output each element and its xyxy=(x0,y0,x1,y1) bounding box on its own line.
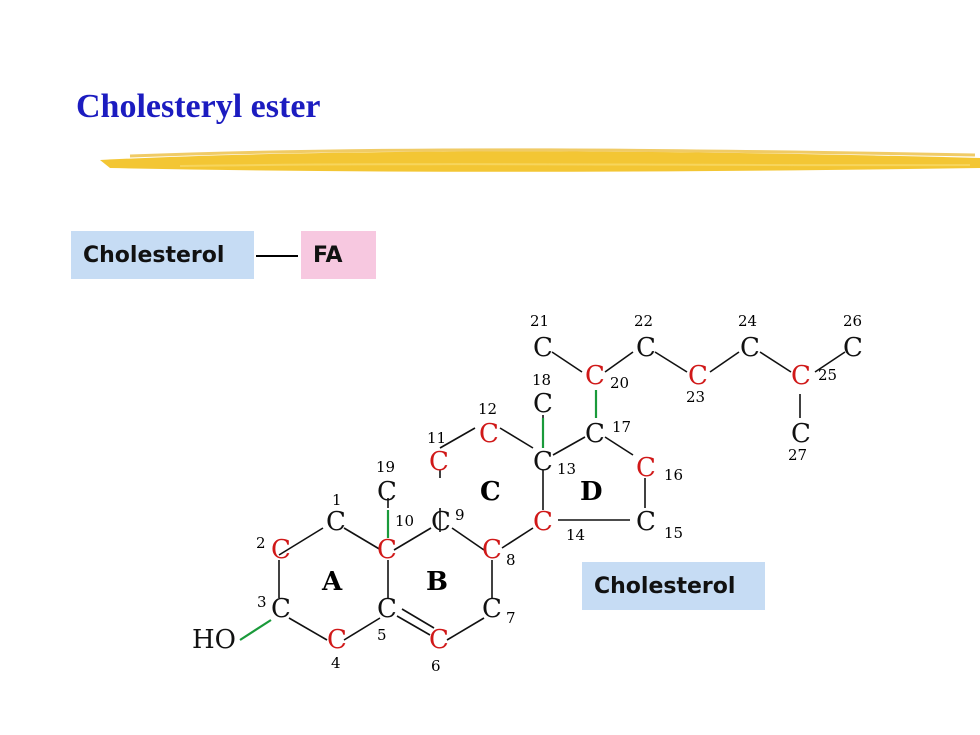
svg-text:11: 11 xyxy=(427,429,446,447)
svg-text:27: 27 xyxy=(788,446,807,464)
svg-text:5: 5 xyxy=(377,626,387,644)
svg-text:26: 26 xyxy=(843,312,862,330)
svg-text:19: 19 xyxy=(376,458,395,476)
svg-text:2: 2 xyxy=(256,534,266,552)
structure-caption-box: Cholesterol xyxy=(582,562,765,610)
svg-text:13: 13 xyxy=(557,460,576,478)
svg-text:15: 15 xyxy=(664,524,683,542)
atom-c23: C xyxy=(688,361,708,391)
atom-c4: C xyxy=(327,625,347,655)
atom-c19: C xyxy=(377,477,397,507)
atom-c9: C xyxy=(431,507,451,537)
atom-c8: C xyxy=(482,535,502,565)
svg-text:1: 1 xyxy=(332,491,342,509)
carbon-numbers: 1 2 3 4 5 6 7 8 9 10 11 12 13 14 15 16 1… xyxy=(256,312,862,675)
atom-c3: C xyxy=(271,594,291,624)
hydroxyl-group: HO xyxy=(192,625,236,655)
cholesterol-label-box: Cholesterol xyxy=(71,231,254,279)
fatty-acid-label-box: FA xyxy=(301,231,376,279)
svg-text:16: 16 xyxy=(664,466,683,484)
ring-label-c: C xyxy=(480,477,501,507)
ester-link-line xyxy=(256,255,298,257)
bond-lines xyxy=(278,351,846,641)
slide-title: Cholesteryl ester xyxy=(76,88,321,125)
atom-c12: C xyxy=(479,419,499,449)
ring-label-d: D xyxy=(580,477,603,507)
atom-c16: C xyxy=(636,453,656,483)
svg-text:10: 10 xyxy=(395,512,414,530)
title-underline-brush xyxy=(100,148,980,172)
ring-label-b: B xyxy=(426,567,448,597)
svg-text:24: 24 xyxy=(738,312,757,330)
svg-text:25: 25 xyxy=(818,366,837,384)
svg-text:23: 23 xyxy=(686,388,705,406)
atom-c25: C xyxy=(791,361,811,391)
atom-c1: C xyxy=(326,507,346,537)
atom-c6: C xyxy=(429,625,449,655)
atom-c22: C xyxy=(636,333,656,363)
atom-c26: C xyxy=(843,333,863,363)
svg-text:6: 6 xyxy=(431,657,441,675)
atom-c7: C xyxy=(482,594,502,624)
atom-c13: C xyxy=(533,447,553,477)
atom-c27: C xyxy=(791,419,811,449)
svg-text:9: 9 xyxy=(455,506,465,524)
atom-c2: C xyxy=(271,535,291,565)
svg-text:17: 17 xyxy=(612,418,631,436)
svg-text:8: 8 xyxy=(506,551,516,569)
atom-c17: C xyxy=(585,419,605,449)
atom-c24: C xyxy=(740,333,760,363)
green-bonds xyxy=(239,390,598,641)
svg-text:3: 3 xyxy=(257,593,267,611)
atom-c15: C xyxy=(636,507,656,537)
atom-c21: C xyxy=(533,333,553,363)
atom-c5: C xyxy=(377,594,397,624)
svg-text:14: 14 xyxy=(566,526,585,544)
svg-text:21: 21 xyxy=(530,312,549,330)
atom-c14: C xyxy=(533,507,553,537)
atom-c18: C xyxy=(533,389,553,419)
svg-text:22: 22 xyxy=(634,312,653,330)
atom-c11: C xyxy=(429,447,449,477)
atom-c10: C xyxy=(377,535,397,565)
svg-text:4: 4 xyxy=(331,654,341,672)
atom-c20: C xyxy=(585,361,605,391)
svg-text:20: 20 xyxy=(610,374,629,392)
svg-text:12: 12 xyxy=(478,400,497,418)
svg-text:18: 18 xyxy=(532,371,551,389)
ring-label-a: A xyxy=(321,567,343,597)
svg-text:7: 7 xyxy=(506,609,516,627)
